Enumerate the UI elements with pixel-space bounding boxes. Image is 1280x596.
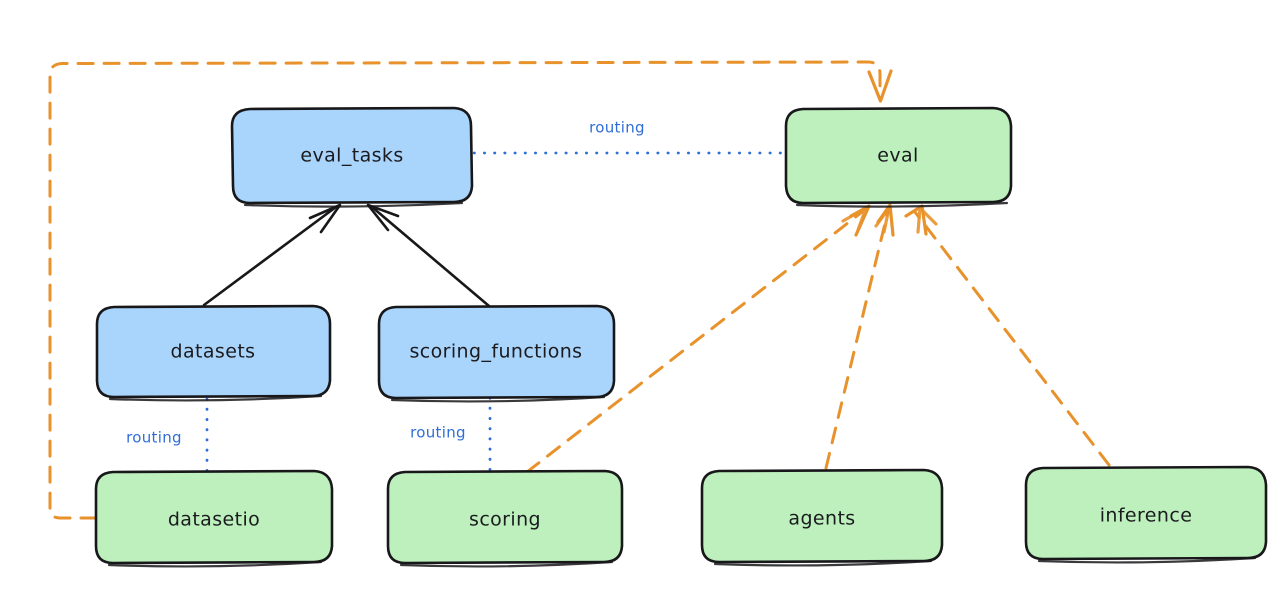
node-agents-sketch-underline	[713, 559, 933, 567]
node-scoring-functions[interactable]: scoring_functions	[377, 304, 616, 403]
edges-layer	[48, 60, 1111, 520]
edge-label-routing-datasetio: routing	[126, 429, 182, 447]
node-scoring-label: scoring	[469, 509, 541, 531]
edge-datasets-to-eval-tasks-arrowhead	[308, 203, 342, 234]
node-agents-shape	[700, 468, 944, 564]
edge-datasets-to-eval-tasks-path	[202, 205, 338, 307]
node-inference-label: inference	[1100, 505, 1193, 527]
node-eval-tasks[interactable]: eval_tasks	[230, 106, 474, 208]
edge-labels-layer: routing routing routing	[126, 119, 645, 447]
node-datasetio[interactable]: datasetio	[94, 469, 334, 568]
edge-agents-to-eval	[824, 203, 895, 470]
edge-agents-to-eval-path	[824, 209, 890, 470]
node-datasets[interactable]: datasets	[95, 304, 332, 402]
node-inference-shape	[1024, 465, 1268, 561]
edge-datasetio-to-eval	[48, 60, 893, 520]
edge-datasets-to-eval-tasks	[202, 203, 342, 307]
node-eval-tasks-label: eval_tasks	[300, 145, 403, 167]
node-datasetio-shape	[94, 469, 334, 565]
node-inference[interactable]: inference	[1024, 465, 1268, 564]
node-eval[interactable]: eval	[784, 106, 1013, 208]
nodes-layer: eval_tasks eval datasets scoring_functio…	[94, 106, 1268, 568]
node-agents-label: agents	[788, 508, 855, 530]
node-eval-tasks-sketch-underline	[243, 201, 464, 208]
edge-label-routing-scoring: routing	[410, 424, 466, 442]
node-scoring-functions-sketch-underline	[390, 395, 606, 403]
node-scoring-shape	[386, 469, 624, 565]
node-inference-sketch-underline	[1037, 556, 1257, 564]
node-scoring-functions-label: scoring_functions	[410, 341, 583, 363]
edge-inference-to-eval	[904, 204, 1111, 467]
node-datasets-sketch-underline	[108, 394, 323, 402]
node-datasets-label: datasets	[171, 341, 256, 363]
edge-scoring-functions-to-eval-tasks	[366, 203, 491, 308]
node-datasets-shape	[95, 304, 332, 399]
node-datasetio-label: datasetio	[168, 509, 260, 531]
node-datasetio-sketch-underline	[107, 560, 323, 568]
edge-scoring-to-eval-arrowbarb	[841, 206, 868, 232]
node-scoring-sketch-underline	[399, 560, 614, 568]
edge-inference-to-eval-arrowbarb	[916, 206, 938, 234]
node-scoring[interactable]: scoring	[386, 469, 624, 568]
edge-inference-to-eval-path	[913, 210, 1111, 467]
node-eval-sketch-underline	[795, 201, 1009, 208]
edge-datasetio-to-eval-path	[48, 60, 882, 520]
node-eval-shape	[784, 106, 1013, 205]
node-agents[interactable]: agents	[700, 468, 944, 567]
edge-scoring-functions-to-eval-tasks-path	[370, 205, 491, 308]
edge-scoring-to-eval-path	[525, 210, 864, 474]
node-scoring-functions-shape	[377, 304, 616, 400]
edge-scoring-functions-to-eval-tasks-arrowhead	[366, 203, 400, 232]
edge-agents-to-eval-arrowbarb	[874, 206, 891, 234]
node-eval-tasks-shape	[230, 106, 474, 205]
edge-datasetio-to-eval-arrowhead	[867, 69, 893, 103]
edge-label-routing-eval: routing	[589, 119, 645, 137]
node-eval-label: eval	[877, 145, 918, 167]
